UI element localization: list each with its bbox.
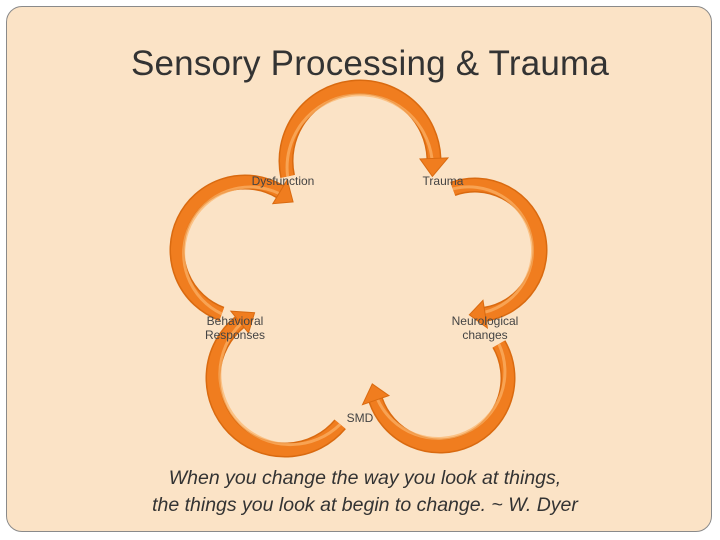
- slide-title: Sensory Processing & Trauma: [130, 44, 610, 83]
- quote: When you change the way you look at thin…: [0, 465, 720, 519]
- arrow-trauma-to-neurological: [450, 177, 548, 330]
- arrow-behavioral-to-dysfunction: [169, 174, 294, 321]
- arrow-neurological-to-smd-body: [370, 341, 514, 452]
- arrow-dysfunction-to-trauma: [278, 79, 450, 178]
- quote-line-2: the things you look at begin to change. …: [152, 494, 578, 516]
- node-smd-line1: SMD: [346, 411, 374, 425]
- node-trauma: Trauma: [398, 174, 488, 188]
- arrow-behavioral-to-dysfunction-body: [171, 176, 284, 320]
- arrow-dysfunction-to-trauma-head: [419, 157, 450, 178]
- node-neurological-line2: changes: [462, 328, 508, 342]
- node-neurological-line1: Neurological: [451, 314, 519, 328]
- arrow-behavioral-to-dysfunction-head: [271, 178, 294, 205]
- arrow-neurological-to-smd-head: [361, 383, 391, 406]
- node-trauma-line1: Trauma: [422, 174, 464, 188]
- arrow-neurological-to-smd: [361, 340, 516, 454]
- arrow-trauma-to-neurological-highlight: [452, 185, 535, 314]
- node-smd: SMD: [320, 411, 400, 425]
- node-dysfunction: Dysfunction: [238, 174, 328, 188]
- arrow-smd-to-behavioral-body: [207, 317, 345, 456]
- node-dysfunction-line1: Dysfunction: [251, 174, 315, 188]
- arrow-trauma-to-neurological-body: [450, 179, 546, 321]
- node-behavioral-line2: Responses: [204, 328, 266, 342]
- arrow-behavioral-to-dysfunction-highlight: [182, 185, 280, 316]
- node-behavioral: Behavioral Responses: [190, 314, 280, 342]
- arrow-smd-to-behavioral: [205, 310, 346, 458]
- arrow-dysfunction-to-trauma-highlight: [285, 93, 434, 177]
- node-neurological: Neurological changes: [440, 314, 530, 342]
- arrow-neurological-to-smd-highlight: [376, 343, 507, 440]
- arrow-dysfunction-to-trauma-body: [280, 81, 440, 178]
- arrow-trauma-to-neurological-head: [468, 299, 489, 330]
- quote-line-1: When you change the way you look at thin…: [168, 467, 562, 489]
- arrow-smd-to-behavioral-highlight: [218, 322, 342, 447]
- arrow-smd-to-behavioral-head: [229, 310, 256, 334]
- node-behavioral-line1: Behavioral: [206, 314, 264, 328]
